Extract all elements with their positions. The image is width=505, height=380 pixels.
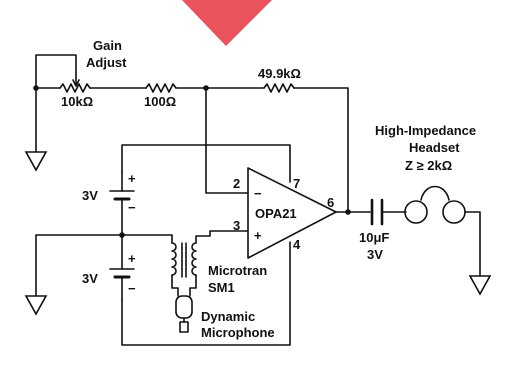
opamp-label: OPA21 (255, 206, 297, 221)
ground-symbol-icon (24, 295, 48, 316)
pin-6-label: 6 (327, 195, 334, 210)
series-resistor-value: 100Ω (144, 94, 176, 109)
battery-bottom (109, 234, 135, 301)
battery-bottom-minus: − (128, 281, 136, 296)
battery-bottom-voltage: 3V (82, 271, 98, 286)
midpoint-ground-wire (35, 234, 123, 297)
gain-adjust-potentiometer (35, 54, 147, 93)
opamp-minus-sign: − (254, 186, 262, 201)
series-resistor-100 (145, 83, 207, 93)
pin-4-label: 4 (293, 237, 301, 252)
feedback-resistor (205, 83, 349, 213)
gain-adjust-line1: Gain (93, 38, 122, 53)
headset (404, 185, 481, 277)
battery-top-voltage: 3V (82, 188, 98, 203)
mic-line2: Microphone (201, 325, 275, 340)
headset-line1: High-Impedance (375, 123, 476, 138)
supply-pin7-wire (121, 144, 291, 183)
dynamic-microphone (171, 280, 197, 333)
battery-top (109, 171, 135, 236)
cap-value: 10μF (359, 230, 389, 245)
transformer-name: Microtran (208, 263, 267, 278)
inverting-input-wire (205, 87, 249, 194)
pot-value: 10kΩ (61, 94, 93, 109)
pin-3-label: 3 (233, 218, 240, 233)
transformer-microtran (121, 230, 249, 282)
red-triangle-mark-icon (182, 0, 272, 46)
cap-voltage: 3V (367, 247, 383, 262)
battery-top-minus: − (128, 200, 136, 215)
output-capacitor (370, 198, 407, 226)
battery-bottom-plus: + (128, 251, 136, 266)
ground-symbol-icon (24, 151, 48, 172)
supply-pin4-wire (121, 241, 291, 346)
opamp-plus-sign: + (254, 228, 262, 243)
junction-dot-output (345, 209, 351, 215)
battery-top-plus: + (128, 171, 136, 186)
gain-adjust-line2: Adjust (86, 55, 127, 70)
headset-line2: Headset (409, 140, 460, 155)
opamp-triangle (247, 167, 337, 259)
ground-symbol-icon (468, 275, 492, 296)
transformer-model: SM1 (208, 280, 235, 295)
mic-line1: Dynamic (201, 309, 255, 324)
feedback-resistor-value: 49.9kΩ (258, 66, 301, 81)
headset-line3: Z ≥ 2kΩ (405, 158, 452, 173)
pin-7-label: 7 (293, 176, 300, 191)
pin-2-label: 2 (233, 176, 240, 191)
